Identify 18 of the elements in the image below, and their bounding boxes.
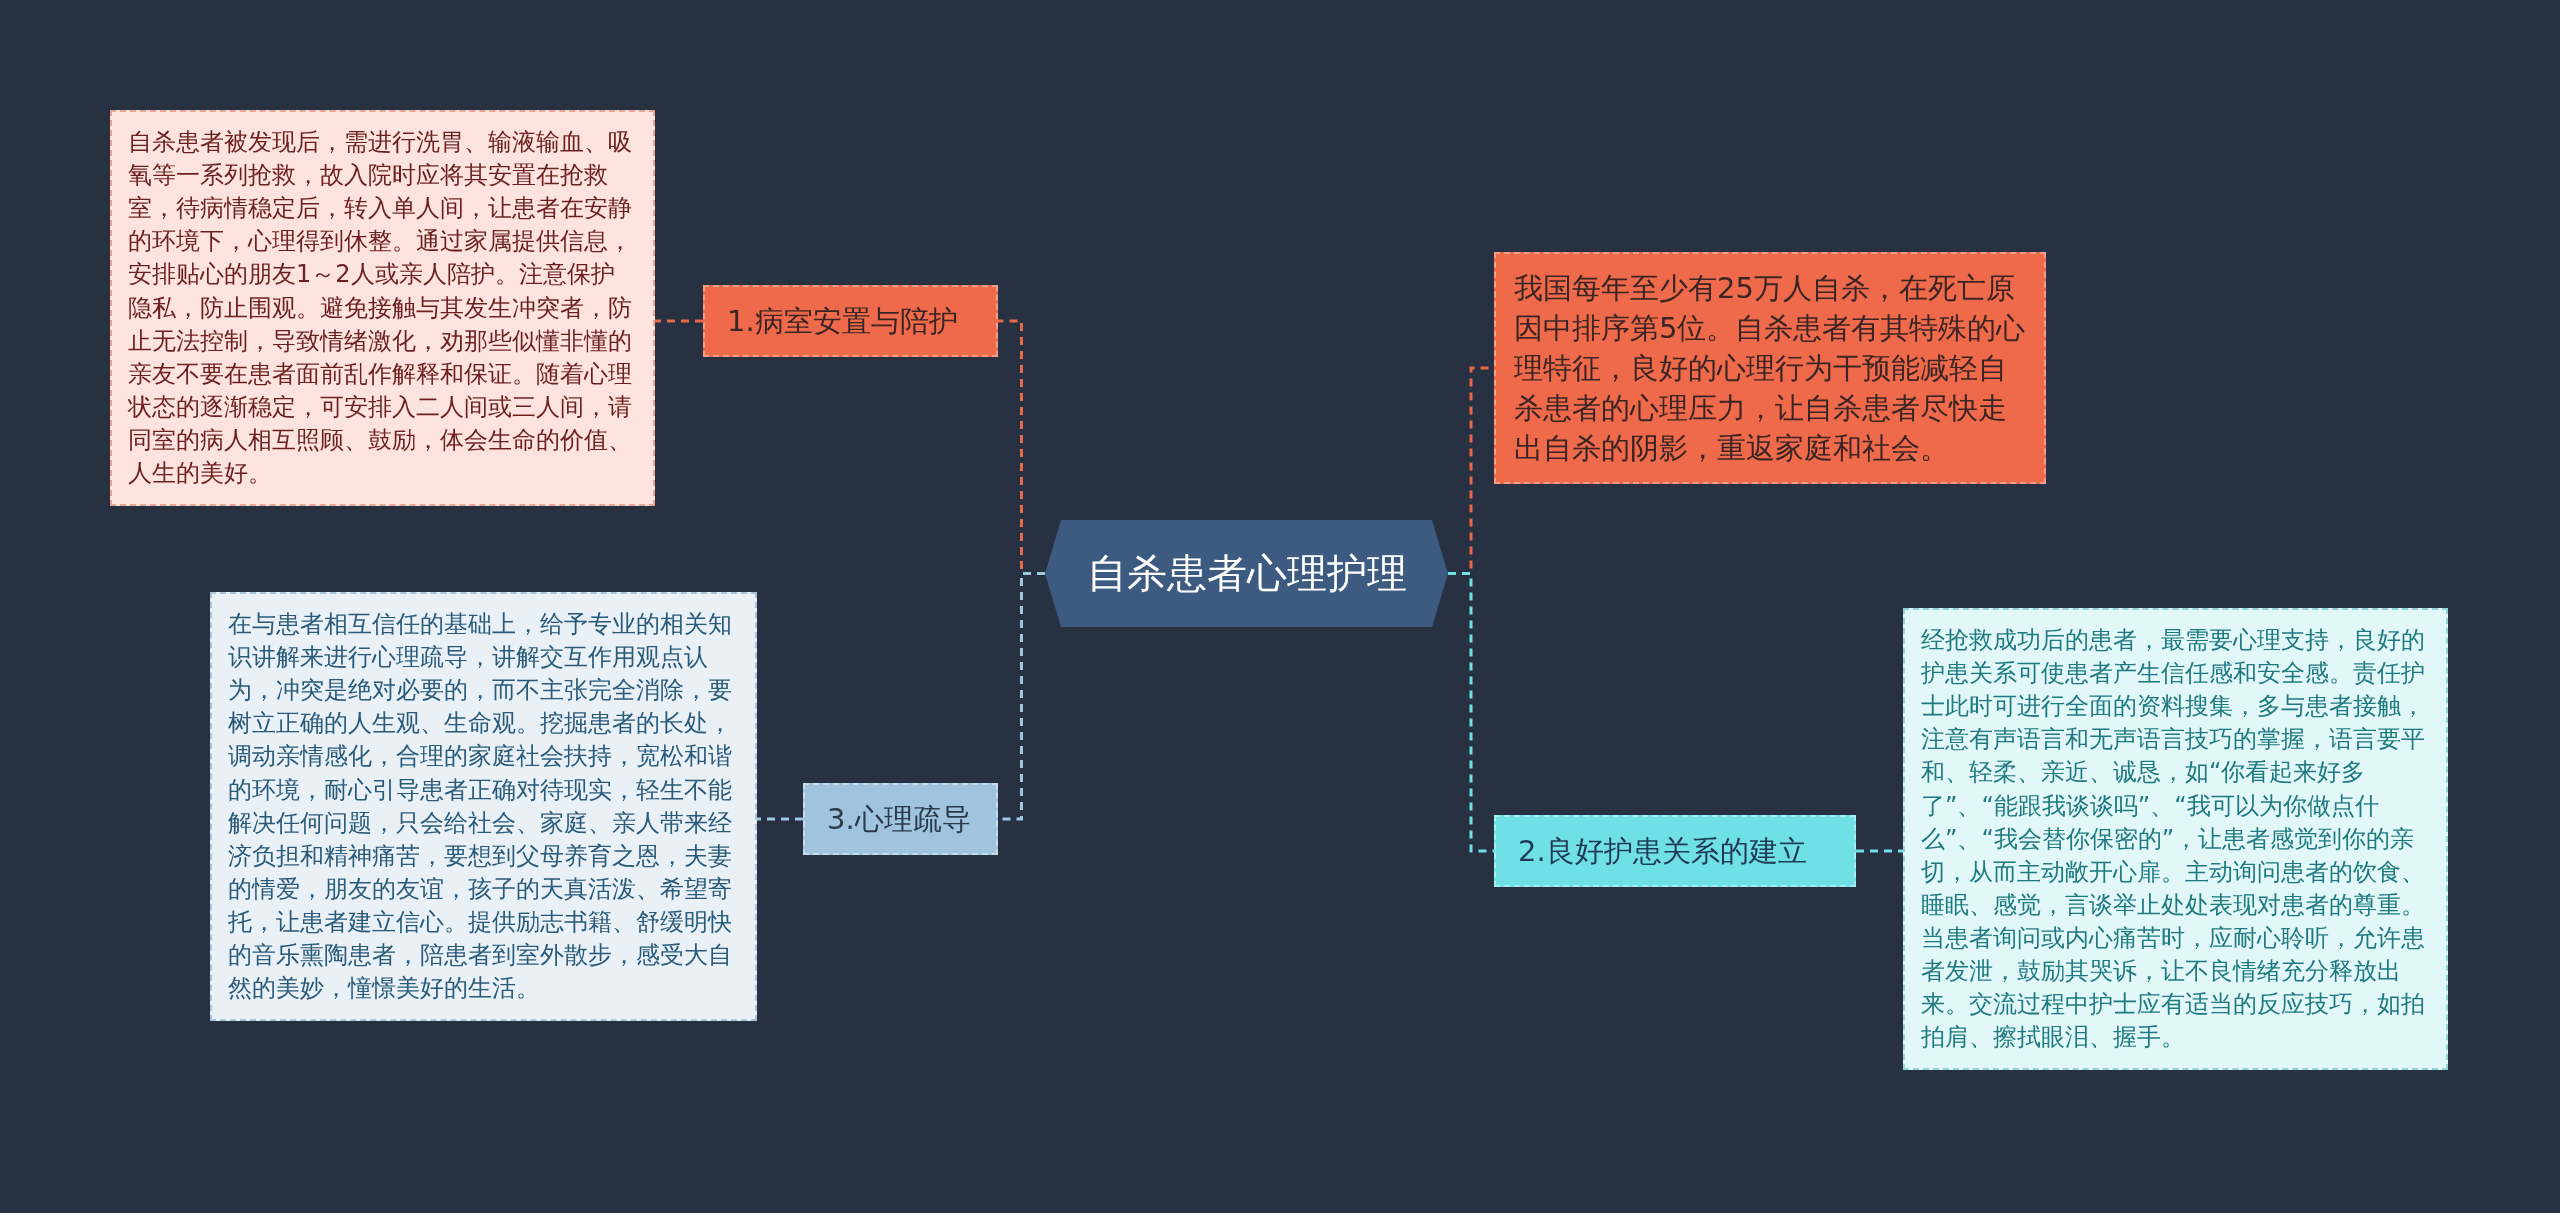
central-topic	[1045, 520, 1448, 627]
branch-box	[803, 783, 998, 855]
connector-line	[757, 817, 803, 821]
connector-line	[655, 319, 703, 323]
note-text: 在与患者相互信任的基础上，给予专业的相关知识讲解来进行心理疏导，讲解交互作用观点认为，冲突是绝对必要的，而不主张完全消除，要树立正确的人生观、生命观。挖掘患者的长处，调动亲情感化，合理的家庭社会扶持，宽松和谐的环境，耐心引导患者正确对待现实，轻生不能解决任何问题，只会给社会、家庭、亲人带来经济负担和精神痛苦，要想到父母养育之恩，夫妻的情爱，朋友的友谊，孩子的天真活泼、希望寄托，让患者建立信心。提供励志书籍、舒缓明快的音乐熏陶患者，陪患者到室外散步，感受大自然的美妙，憧憬美好的生活。	[228, 609, 733, 1005]
topic-title: 自杀患者心理护理	[1086, 549, 1407, 598]
branch-label: 3.心理疏导	[827, 801, 972, 838]
branch-box	[703, 285, 998, 357]
note-text: 自杀患者被发现后，需进行洗胃、输液输血、吸氧等一系列抢救，故入院时应将其安置在抢救室，待病情稳定后，转入单人间，让患者在安静的环境下，心理得到休整。通过家属提供信息，安排贴心的朋友1～2人或亲人陪护。注意保护隐私，防止围观。避免接触与其发生冲突者，防止无法控制，导致情绪激化，劝那些似懂非懂的亲友不要在患者面前乱作解释和保证。随着心理状态的逐渐稳定，可安排入二人间或三人间，请同室的病人相互照顾、鼓励，体会生命的价值、人生的美好。	[128, 127, 633, 490]
branch-box	[1494, 815, 1856, 887]
note-box	[110, 110, 655, 507]
note-text: 经抢救成功后的患者，最需要心理支持，良好的护患关系可使患者产生信任感和安全感。责任护士此时可进行全面的资料搜集，多与患者接触，注意有声语言和无声语言技巧的掌握，语言要平和、轻柔、亲近、诚恳，如“你看起来好多了”、“能跟我谈谈吗”、“我可以为你做点什么”、“我会替你保密的”，让患者感觉到你的亲切，从而主动敞开心扉。主动询问患者的饮食、睡眠、感觉，言谈举止处处表现对患者的尊重。当患者询问或内心痛苦时，应耐心聆听，允许患者发泄，鼓励其哭诉，让不良情绪充分释放出来。交流过程中护士应有适当的反应技巧，如拍拍肩、擦拭眼泪、握手。	[1921, 625, 2426, 1054]
branch-label: 2.良好护患关系的建立	[1518, 833, 1808, 870]
branch-label: 1.病室安置与陪护	[727, 303, 959, 340]
connector-line	[1856, 849, 1903, 853]
note-text: 我国每年至少有25万人自杀，在死亡原因中排序第5位。自杀患者有其特殊的心理特征，良好的心理行为干预能减轻自杀患者的心理压力，让自杀患者尽快走出自杀的阴影，重返家庭和社会。	[1514, 270, 2026, 468]
note-box	[1494, 252, 2046, 485]
connector-line	[1448, 572, 1494, 853]
